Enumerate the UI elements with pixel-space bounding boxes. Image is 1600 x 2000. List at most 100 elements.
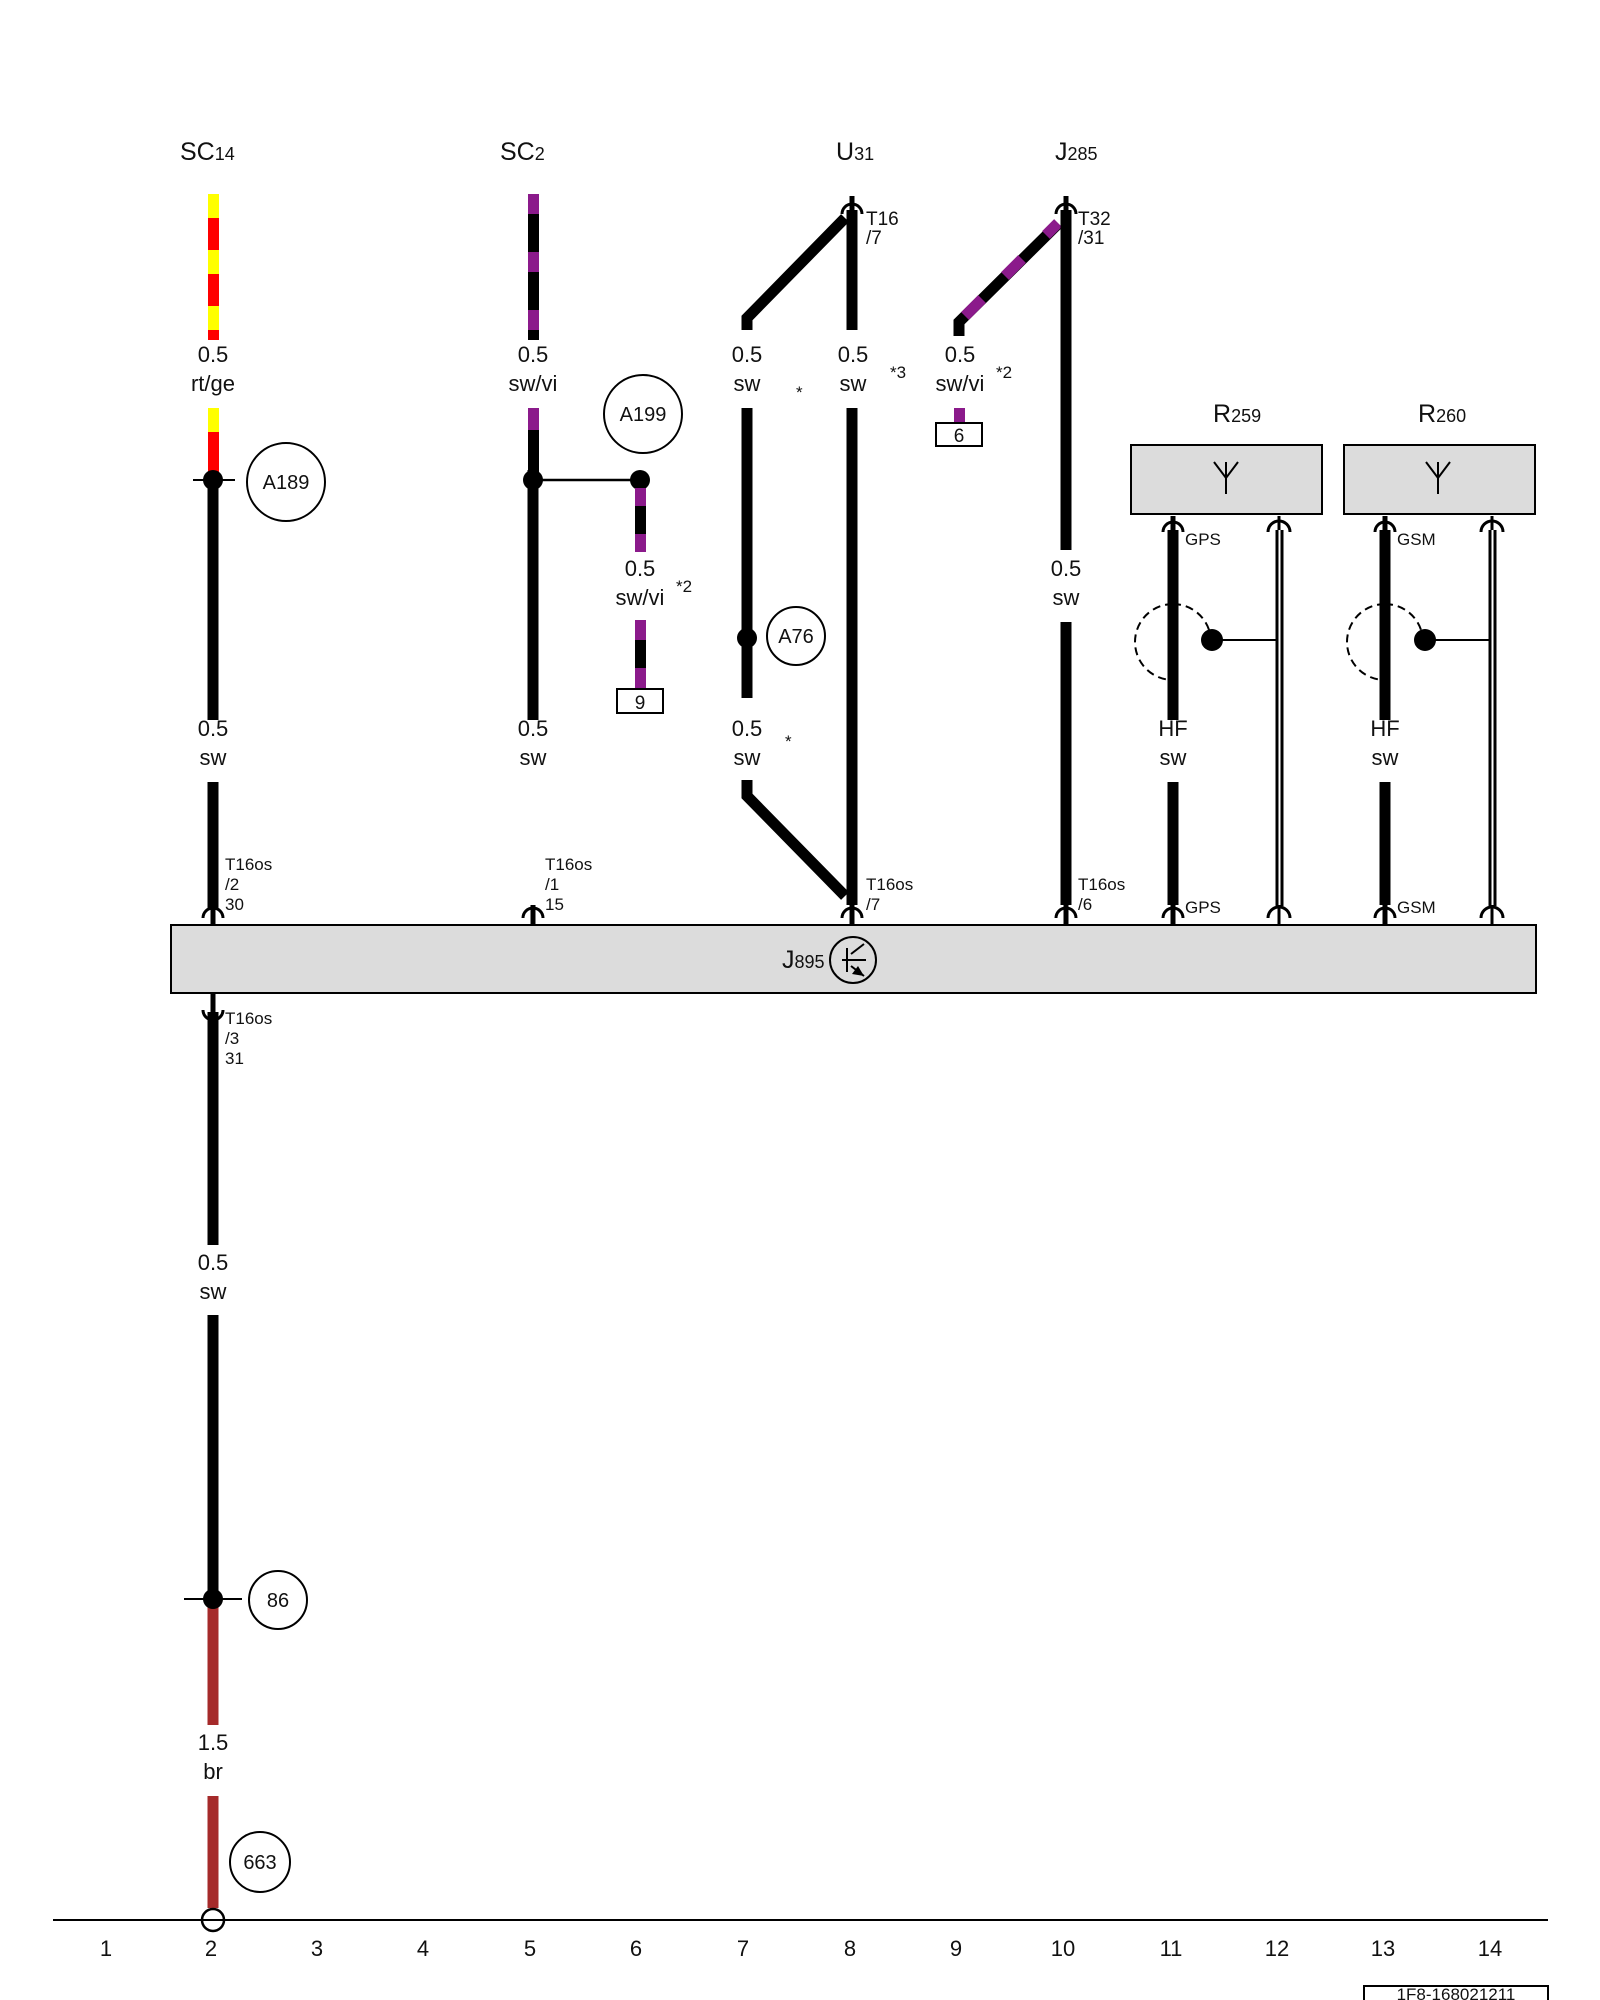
antenna-icon — [1213, 461, 1239, 494]
connector-gsm-bottom: GSM — [1397, 898, 1436, 917]
wire-size: 0.5 — [625, 556, 656, 581]
wire-size: 0.5 — [732, 716, 763, 741]
wire-color: sw/vi — [616, 585, 665, 610]
pin-box-6 — [935, 422, 983, 447]
control-unit-symbol-icon — [829, 936, 877, 984]
wire-size: 0.5 — [1051, 556, 1082, 581]
current-path-number: 11 — [1160, 1936, 1183, 1961]
pin-box-6-label: 6 — [954, 426, 965, 447]
connector-t16os-7: T16os/7 — [866, 875, 913, 914]
connector-gps-top: GPS — [1185, 530, 1221, 549]
wire-color: sw — [520, 745, 547, 770]
wire-color: sw — [200, 1279, 227, 1304]
wire-a199-swvi — [635, 480, 646, 688]
wire-color: sw — [200, 745, 227, 770]
footnote-star: * — [796, 383, 803, 402]
component-title-sc2: SC2 — [500, 138, 545, 166]
pin-box-9-label: 9 — [635, 693, 646, 714]
footnote-markers: * * *3 *2 *2 — [676, 363, 1012, 751]
wire-color: sw — [734, 745, 761, 770]
current-path-number: 14 — [1478, 1936, 1502, 1961]
wire-color: sw — [1053, 585, 1080, 610]
antenna-icon — [1425, 461, 1451, 494]
current-path-number: 6 — [630, 1936, 642, 1961]
connector-t32-31: T32/31 — [1078, 209, 1111, 249]
ref-circle-a199 — [603, 374, 683, 454]
ref-label-86: 86 — [267, 1590, 289, 1612]
wire-color: sw — [840, 371, 867, 396]
wire-u31-diagonal-bottom — [741, 780, 849, 900]
ref-label-a199: A199 — [620, 404, 667, 426]
wire-size: 0.5 — [838, 342, 869, 367]
connector-gps-bottom: GPS — [1185, 898, 1221, 917]
wire-size: 0.5 — [198, 716, 229, 741]
wire-color: sw — [734, 371, 761, 396]
current-path-number: 10 — [1051, 1936, 1075, 1961]
component-title-r260: R260 — [1418, 400, 1466, 428]
wire-sc2-swvi — [528, 194, 539, 478]
control-unit-j895-title: J895 — [782, 946, 825, 974]
current-path-numbers: 1 2 3 4 5 6 7 8 9 10 11 12 13 14 — [100, 1936, 1502, 1961]
ref-circle-a189 — [246, 442, 326, 522]
shield-r259-dot — [1201, 629, 1223, 651]
current-path-number: 5 — [524, 1936, 536, 1961]
shield-symbol-r259 — [1134, 603, 1174, 681]
pin-box-9 — [616, 688, 664, 714]
component-title-u31: U31 — [836, 138, 874, 166]
ref-circle-86 — [248, 1570, 308, 1630]
footnote-note3: *3 — [890, 363, 906, 382]
splice-sc2-dot — [523, 470, 543, 490]
component-title-sc14: SC14 — [180, 138, 235, 166]
component-title-r259: R259 — [1213, 400, 1261, 428]
diagram-id-box — [1363, 1985, 1549, 2000]
wire-color: rt/ge — [191, 371, 235, 396]
splice-a189-dot — [203, 470, 223, 490]
current-path-number: 9 — [950, 1936, 962, 1961]
current-path-number: 2 — [205, 1936, 217, 1961]
wire-color: sw — [1160, 745, 1187, 770]
wire-spec-labels: 0.5 rt/ge 0.5 sw 0.5 sw/vi 0.5 sw 0.5 sw… — [191, 342, 1400, 1784]
ref-label-663: 663 — [243, 1852, 276, 1874]
wire-size: 0.5 — [518, 716, 549, 741]
current-path-number: 13 — [1371, 1936, 1395, 1961]
ref-circle-663 — [229, 1831, 291, 1893]
current-path-number: 1 — [100, 1936, 112, 1961]
footnote-note2: *2 — [676, 577, 692, 596]
current-path-number: 8 — [844, 1936, 856, 1961]
splice-a76-dot — [737, 628, 757, 648]
wire-size: 0.5 — [198, 342, 229, 367]
footnote-note2: *2 — [996, 363, 1012, 382]
connector-t16-7: T16/7 — [866, 209, 899, 249]
wire-size: 0.5 — [732, 342, 763, 367]
wire-size: 0.5 — [518, 342, 549, 367]
wire-j285-swvi-diagonal — [953, 219, 1062, 336]
current-path-number: 12 — [1265, 1936, 1289, 1961]
diagram-id: 1F8-168021211 — [1397, 1985, 1516, 2000]
wire-color: sw/vi — [936, 371, 985, 396]
wire-color: br — [203, 1759, 223, 1784]
current-path-number: 4 — [417, 1936, 429, 1961]
connector-t16os-6: T16os/6 — [1078, 875, 1125, 914]
current-path-number: 3 — [311, 1936, 323, 1961]
footnote-star: * — [785, 732, 792, 751]
shield-symbol-r260 — [1346, 603, 1386, 681]
component-title-j285: J285 — [1055, 138, 1098, 166]
wire-size: 0.5 — [198, 1250, 229, 1275]
wire-j285-stub-vi — [954, 408, 965, 424]
wire-size: 0.5 — [945, 342, 976, 367]
wire-color: sw/vi — [509, 371, 558, 396]
connector-gsm-top: GSM — [1397, 530, 1436, 549]
antenna-r260-box — [1343, 444, 1536, 515]
wire-u31-diagonal-top — [741, 214, 849, 330]
wire-size: HF — [1370, 716, 1399, 741]
connector-pin-symbols — [201, 196, 1505, 1022]
shield-r260-dot — [1414, 629, 1436, 651]
wire-size: HF — [1158, 716, 1187, 741]
wire-size: 1.5 — [198, 1730, 229, 1755]
splice-86-dot — [203, 1589, 223, 1609]
